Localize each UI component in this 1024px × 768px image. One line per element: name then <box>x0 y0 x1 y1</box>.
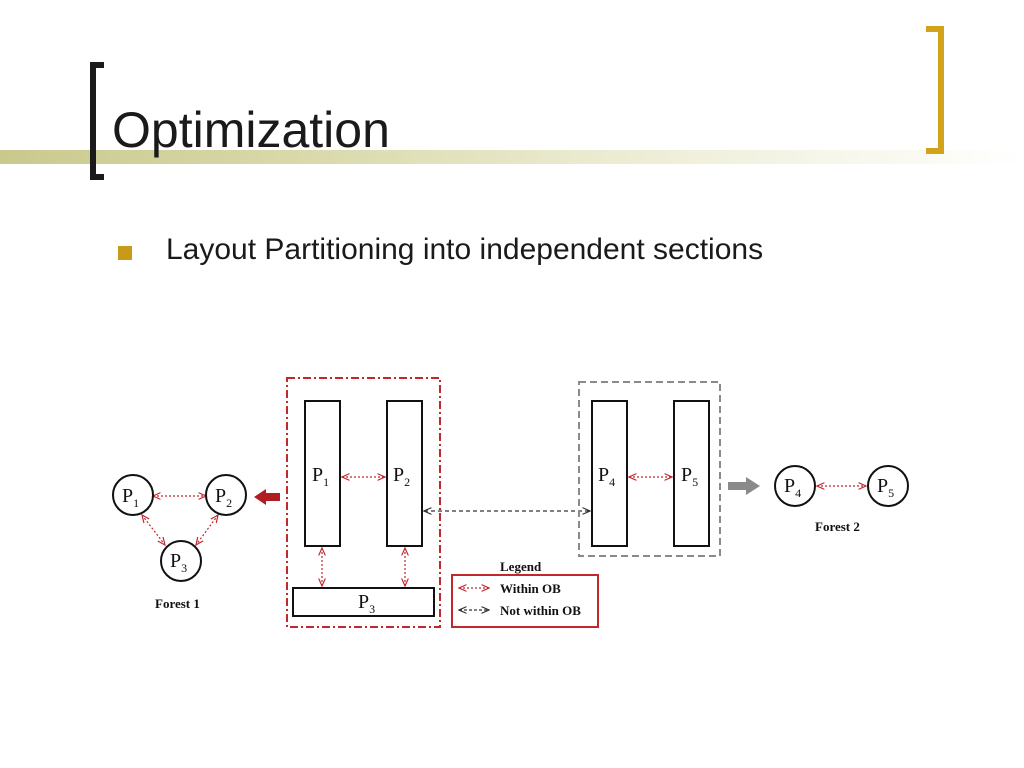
node-p2-label: P2 <box>215 485 232 510</box>
block-p2 <box>386 400 423 547</box>
node-p1-label: P1 <box>122 485 139 510</box>
block-p5 <box>673 400 710 547</box>
section-2: P4 P5 <box>578 381 721 557</box>
node-p3-label: P3 <box>170 550 187 575</box>
legend: Legend Within OB Not within OB <box>451 559 599 628</box>
section-1: P1 P2 P3 <box>286 377 441 628</box>
edge-p2-p3 <box>196 515 218 545</box>
block-p1 <box>304 400 341 547</box>
arrow-right <box>728 477 760 495</box>
forest-2: P4 P5 Forest 2 <box>774 465 909 534</box>
block-p3-label: P3 <box>358 591 375 616</box>
node-p4 <box>774 465 816 507</box>
left-bracket <box>90 62 104 180</box>
block-p4 <box>591 400 628 547</box>
block-p1-label: P1 <box>312 464 329 489</box>
partition-diagram: P1 P2 P3 Forest 1 P1 P2 P3 P4 P5 <box>112 377 909 628</box>
right-bracket <box>926 26 944 154</box>
forest-1-label: Forest 1 <box>155 596 200 611</box>
node-p2 <box>205 474 247 516</box>
node-p5-label: P5 <box>877 475 894 500</box>
block-p3 <box>292 587 435 617</box>
node-p4-label: P4 <box>784 475 801 500</box>
forest-1: P1 P2 P3 Forest 1 <box>112 474 247 611</box>
node-p1 <box>112 474 154 516</box>
node-p5 <box>867 465 909 507</box>
forest-2-label: Forest 2 <box>815 519 860 534</box>
slide-title: Optimization <box>112 102 390 158</box>
section-1-border <box>286 377 441 628</box>
block-p2-label: P2 <box>393 464 410 489</box>
node-p3 <box>160 540 202 582</box>
legend-title: Legend <box>500 559 542 574</box>
arrow-left <box>254 489 280 505</box>
section-2-border <box>578 381 721 557</box>
bullet-marker <box>118 246 132 260</box>
legend-within-label: Within OB <box>500 581 561 596</box>
title-band <box>0 150 1024 164</box>
edge-p1-p3 <box>142 515 165 545</box>
block-p5-label: P5 <box>681 464 698 489</box>
legend-box <box>451 574 599 628</box>
block-p4-label: P4 <box>598 464 615 489</box>
legend-not-within-label: Not within OB <box>500 603 581 618</box>
bullet-text: Layout Partitioning into independent sec… <box>166 233 764 266</box>
